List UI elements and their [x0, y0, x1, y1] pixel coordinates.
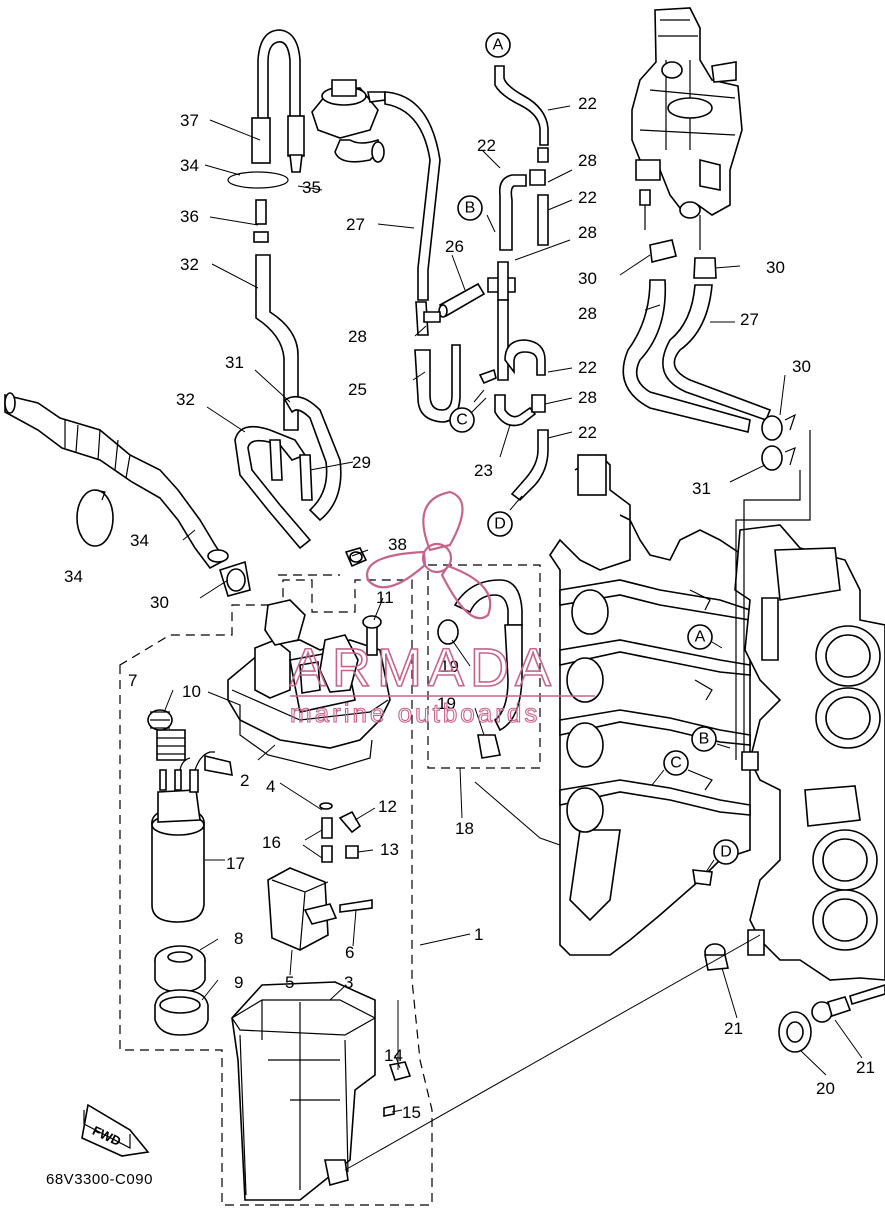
callout-30: 30	[766, 258, 785, 277]
fuel-pump-assembly	[147, 547, 391, 1036]
leader-lines	[164, 105, 863, 1113]
callout-19: 19	[440, 657, 459, 676]
callout-21: 21	[856, 1058, 875, 1077]
callout-31: 31	[225, 353, 244, 372]
callout-38: 38	[388, 535, 407, 554]
connector-a-top: A	[493, 37, 504, 54]
lower-right-fittings	[344, 934, 885, 1171]
callout-26: 27	[740, 310, 759, 329]
connector-c-top: C	[456, 412, 468, 429]
callout-4: 4	[266, 777, 275, 796]
callout-labels: 37 34 35 36 32 27 22 22 28 22 26 28 28 2…	[64, 94, 875, 1122]
callout-30: 30	[792, 357, 811, 376]
callout-15: 15	[402, 1103, 421, 1122]
callout-28: 28	[348, 327, 367, 346]
callout-22: 23	[474, 461, 493, 480]
callout-18: 18	[455, 819, 474, 838]
callout-22: 22	[578, 188, 597, 207]
callout-11: 11	[376, 588, 394, 607]
callout-3: 3	[344, 973, 353, 992]
watermark: ARMADA marine outboards	[289, 490, 595, 729]
callout-29: 29	[352, 453, 371, 472]
callout-13: 13	[380, 840, 399, 859]
callout-9: 9	[234, 973, 243, 992]
connector-c-right: C	[670, 755, 682, 772]
callout-32: 32	[180, 255, 199, 274]
callout-14: 14	[384, 1046, 403, 1065]
pressure-regulator	[311, 79, 441, 301]
intake-manifold	[549, 453, 751, 956]
callout-30: 30	[578, 269, 597, 288]
callout-22: 22	[578, 94, 597, 113]
callout-22: 22	[477, 136, 496, 155]
vapor-separator-tank	[231, 981, 412, 1201]
callout-23: 25	[348, 380, 367, 399]
connector-d-top: D	[494, 516, 506, 533]
connector-markers: A B C D A B C D	[449, 32, 739, 873]
callout-31: 32	[176, 390, 195, 409]
connector-d-right: D	[720, 844, 732, 861]
callout-25: 27	[346, 215, 365, 234]
hoses-22-column	[478, 65, 549, 502]
callout-21: 21	[724, 1019, 743, 1038]
callout-8: 8	[234, 929, 243, 948]
watermark-brand: ARMADA	[290, 638, 557, 698]
watermark-tagline: marine outboards	[290, 698, 540, 728]
callout-34: 34	[180, 156, 199, 175]
callout-30: 30	[150, 593, 169, 612]
connector-b-top: B	[465, 200, 476, 217]
diagram-code: 68V3300-C090	[46, 1171, 153, 1188]
callout-17: 17	[226, 854, 245, 873]
callout-24: 26	[445, 237, 464, 256]
callout-19: 19	[437, 694, 456, 713]
callout-33: 34	[130, 531, 149, 550]
callout-28: 28	[578, 223, 597, 242]
callout-27: 28	[578, 304, 597, 323]
fwd-arrow: FWD	[81, 1103, 150, 1157]
callout-34: 34	[64, 567, 83, 586]
callout-37: 37	[180, 111, 199, 130]
propeller-logo-icon	[366, 490, 492, 620]
callout-20: 20	[816, 1079, 835, 1098]
callout-22: 22	[578, 423, 597, 442]
fuel-cooler-hoses	[437, 579, 523, 759]
callout-35: 35	[302, 178, 321, 197]
callout-28: 28	[578, 388, 597, 407]
cylinder-head	[734, 430, 885, 981]
callout-30: 31	[692, 479, 711, 498]
connector-b-right: B	[699, 731, 710, 748]
fuel-inlet-hose	[4, 392, 251, 597]
callout-28: 28	[578, 151, 597, 170]
callout-12: 12	[378, 797, 397, 816]
callout-6: 6	[345, 943, 354, 962]
callout-16: 16	[262, 833, 281, 852]
callout-2: 2	[240, 771, 249, 790]
callout-22: 22	[578, 358, 597, 377]
vent-hoses-upper	[227, 29, 342, 550]
injector-rail-assembly	[631, 7, 743, 250]
callout-10: 10	[182, 682, 201, 701]
callout-5: 5	[285, 973, 294, 992]
assembly-outlines	[119, 564, 541, 1206]
callout-7: 7	[128, 671, 137, 690]
connector-a-right: A	[695, 629, 706, 646]
hoses-26-27	[622, 239, 797, 471]
callout-36: 36	[180, 207, 199, 226]
callout-1: 1	[474, 925, 483, 944]
